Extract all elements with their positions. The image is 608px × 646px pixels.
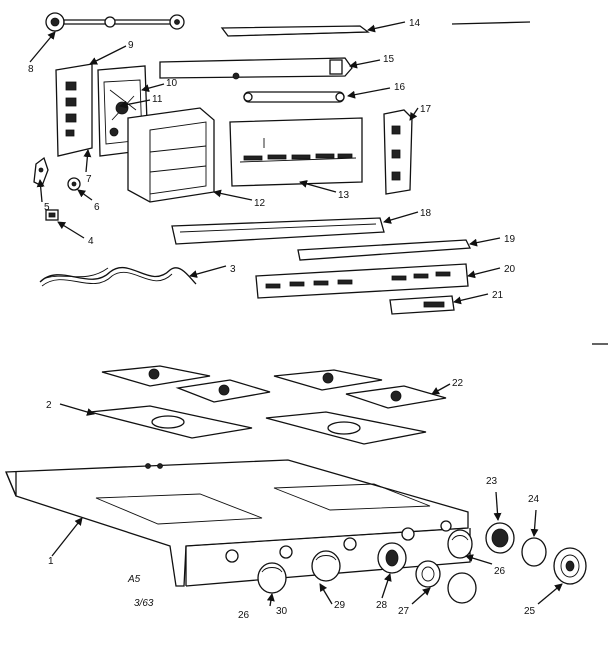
callout-1: 1 (48, 556, 54, 567)
part-2-burners (89, 405, 427, 445)
callout-23: 23 (486, 476, 498, 487)
callout-labels: 14 8 9 15 10 16 11 17 7 5 6 12 13 18 4 3… (28, 18, 540, 621)
border-line-top (451, 21, 531, 25)
knob-28 (377, 542, 407, 574)
knob-26b (447, 529, 473, 559)
callout-19: 19 (504, 234, 516, 245)
callout-15: 15 (383, 54, 395, 65)
knob-27b (447, 572, 477, 604)
knob-23 (485, 522, 515, 554)
part-16-tube (243, 91, 345, 103)
callout-2: 2 (46, 400, 52, 411)
part-14-bar (220, 25, 370, 37)
callout-29: 29 (334, 600, 346, 611)
knob-24 (521, 537, 547, 567)
callout-16: 16 (394, 82, 406, 93)
callout-21: 21 (492, 290, 504, 301)
callout-11: 11 (152, 94, 163, 105)
callout-27: 27 (398, 606, 410, 617)
part-9-side-panel (55, 63, 93, 157)
callout-17: 17 (420, 104, 432, 115)
knob-27a (415, 560, 441, 588)
note-code: A5 (127, 574, 141, 585)
part-15-rail (159, 57, 353, 80)
callout-18: 18 (420, 208, 432, 219)
part-19-strip (297, 239, 472, 261)
part-22-burner-grates (101, 365, 447, 409)
knob-30 (257, 562, 287, 594)
part-20-control-panel (255, 263, 469, 299)
part-12-oven-box (127, 107, 215, 203)
part-18-strip (171, 217, 385, 245)
callout-26-right: 26 (494, 566, 506, 577)
part-3-cord (39, 266, 197, 287)
note-date: 3/63 (134, 598, 154, 609)
callout-10: 10 (166, 78, 178, 89)
callout-5: 5 (44, 202, 50, 213)
callout-22: 22 (452, 378, 464, 389)
part-6-washer (67, 177, 81, 191)
part-8-gas-line (45, 12, 185, 32)
callout-3: 3 (230, 264, 236, 275)
part-17-bracket (383, 109, 413, 195)
leader-lines (29, 21, 563, 607)
part-1-range-top (5, 459, 471, 587)
part-4-block (45, 209, 59, 221)
callout-13: 13 (338, 190, 350, 201)
part-21-bracket (389, 295, 455, 315)
knob-29 (311, 550, 341, 582)
callout-6: 6 (94, 202, 100, 213)
callout-4: 4 (88, 236, 94, 247)
callout-20: 20 (504, 264, 516, 275)
callout-8: 8 (28, 64, 34, 75)
part-13-panel (229, 117, 363, 187)
callout-7: 7 (86, 174, 92, 185)
callout-24: 24 (528, 494, 540, 505)
callout-14: 14 (409, 18, 421, 29)
callout-25: 25 (524, 606, 536, 617)
callout-30: 30 (276, 606, 288, 617)
callout-9: 9 (128, 40, 134, 51)
callout-12: 12 (254, 198, 266, 209)
callout-28: 28 (376, 600, 388, 611)
knob-25 (553, 547, 587, 585)
part-5-clip (33, 156, 49, 187)
callout-26-left: 26 (238, 610, 250, 621)
